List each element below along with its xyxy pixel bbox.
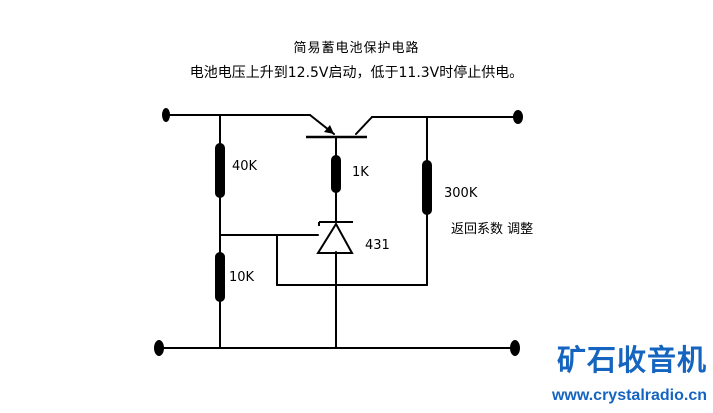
label-regulator: 431 [365,238,390,253]
diagram-subtitle: 电池电压上升到12.5V启动，低于11.3V时停止供电。 [189,65,524,81]
terminal-output-positive [513,110,523,124]
resistor-1k [331,155,341,193]
watermark-brand: 矿石收音机 [556,343,707,377]
label-r4: 300K [444,186,478,201]
resistor-40k [215,143,225,198]
terminal-input-positive [162,108,170,122]
resistor-300k [422,160,432,215]
label-r1: 40K [232,159,258,174]
label-note: 返回系数 调整 [451,222,534,237]
transistor-collector [355,116,373,135]
terminal-input-ground [154,340,164,356]
diagram-title: 简易蓄电池保护电路 [293,41,420,56]
tl431-triangle-icon [316,222,354,254]
watermark-url: www.crystalradio.cn [551,387,707,404]
terminal-output-ground [510,340,520,356]
transistor-arrow-icon [324,125,334,134]
resistor-10k [215,252,225,302]
label-r3: 1K [352,165,369,180]
label-r2: 10K [229,270,255,285]
